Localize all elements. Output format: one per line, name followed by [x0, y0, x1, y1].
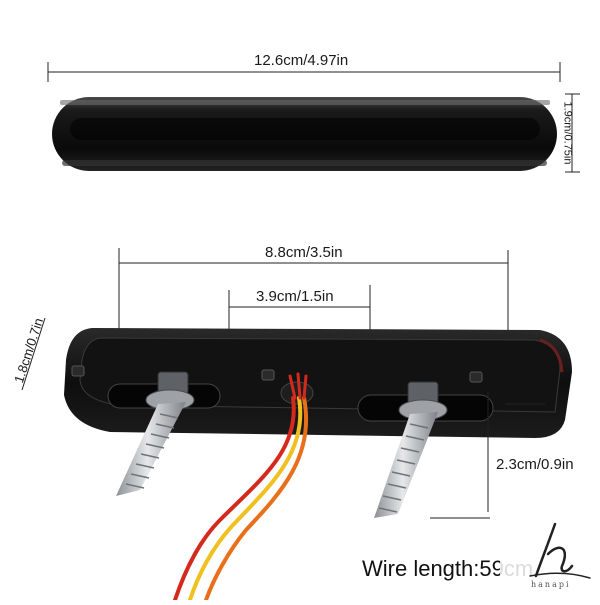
bolt-right [374, 381, 448, 518]
back-height-dimension-line [21, 317, 46, 391]
light-bar-back-view [64, 328, 572, 438]
top-height-dimension-line [565, 93, 580, 173]
top-length-dimension-line [47, 62, 561, 82]
light-bar-top-view [52, 97, 557, 171]
wire-bundle [173, 372, 309, 602]
hanapi-logo [500, 514, 600, 600]
slot-gap-label: 3.9cm/1.5in [256, 288, 334, 305]
logo-text: hanapi [531, 580, 571, 589]
bolt-left [116, 371, 195, 496]
bolt-length-label: 2.3cm/0.9in [496, 456, 574, 473]
top-length-label: 12.6cm/4.97in [254, 52, 349, 69]
bolt-length-dimension-line [430, 392, 545, 519]
top-height-label: 1.9cm/0.75in [561, 101, 574, 165]
hole-spacing-label: 8.8cm/3.5in [265, 244, 343, 261]
hanapi-script-logo-icon [529, 522, 591, 579]
